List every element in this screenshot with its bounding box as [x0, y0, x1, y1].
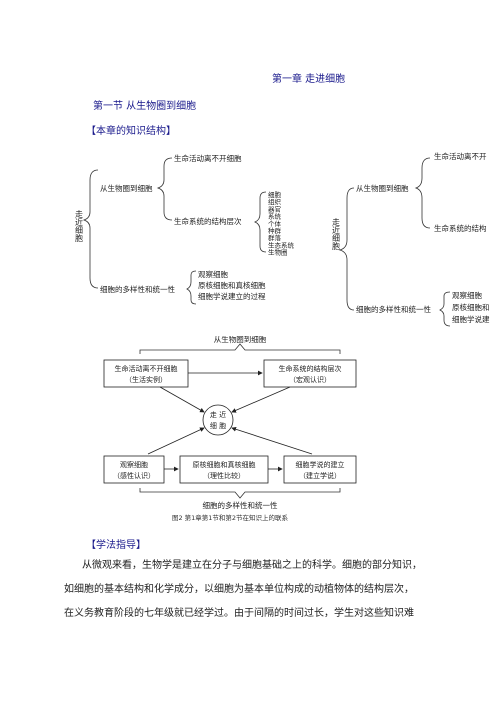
flow-box-structure-levels [263, 359, 357, 388]
list-item: 生态系统 [268, 240, 295, 249]
tree-left-root: 走近细胞 [75, 210, 84, 243]
paragraph-line-3: 在义务教育阶段的七年级就已经学过。由于间隔的时间过长，学生对这些知识难 [64, 608, 414, 619]
section-title: 第一节 从生物圈到细胞 [93, 101, 197, 112]
flow-box-observe [103, 455, 165, 484]
tree-right-branch2: 细胞的多样性和统一性 [356, 304, 431, 314]
flow-box-observe-text: 观察细胞 [120, 460, 148, 469]
paragraph-line-1: 从微观来看，生物学是建立在分子与细胞基础之上的科学。细胞的部分知识， [82, 560, 422, 571]
list-item: 细胞 [268, 190, 282, 199]
flow-box-life-activity [103, 359, 189, 388]
flow-center-circle [202, 404, 234, 436]
flow-diagram: 从生物圈到细胞 生命活动离不开细胞 （生活实例） 生命系统的结构层次 （宏观认识… [103, 336, 357, 522]
flow-center-line2: 细 胞 [210, 421, 226, 430]
list-item: 观察细胞 [452, 290, 482, 300]
list-item: 细胞学说建立的过程 [198, 291, 266, 301]
flow-box-cell-theory-text: 细胞学说的建立 [296, 460, 345, 469]
flow-box-cell-theory-sub: （建立学说） [299, 471, 341, 480]
tree-left-branch1-sub1: 生命活动离不开细胞 [174, 153, 242, 163]
list-item: 群落 [268, 233, 282, 242]
flow-box-prokaryote-sub: （理性比较） [203, 471, 245, 480]
flow-box-structure-levels-sub: （宏观认识） [289, 375, 331, 384]
list-item: 原核细胞和真核细胞 [198, 280, 266, 290]
flow-center-line1: 走 近 [210, 410, 226, 419]
list-item: 种群 [268, 226, 282, 235]
list-item: 组织 [268, 197, 282, 206]
list-item: 系统 [268, 212, 282, 221]
flow-box-prokaryote [179, 455, 269, 484]
knowledge-structure-heading: 【本章的知识结构】 [86, 126, 176, 137]
flow-bottom-label: 细胞的多样性和统一性 [203, 500, 278, 510]
flow-box-cell-theory [283, 455, 357, 484]
flow-box-observe-sub: （感性认识） [113, 471, 155, 480]
flow-caption: 图2 第1章第1节和第2节在知识上的联系 [172, 513, 289, 522]
tree-left-branch1-sub2: 生命系统的结构层次 [174, 216, 242, 226]
list-item: 观察细胞 [198, 269, 228, 279]
flow-top-label: 从生物圈到细胞 [214, 336, 267, 344]
chapter-title: 第一章 走进细胞 [272, 74, 346, 85]
list-item: 器官 [268, 204, 281, 213]
tree-right-branch1-sub1: 生命活动离不开 [434, 151, 487, 161]
flow-box-life-activity-text: 生命活动离不开细胞 [115, 364, 178, 373]
tree-left-branch2: 细胞的多样性和统一性 [100, 284, 175, 294]
tree-right-branch1-sub2: 生命系统的结构 [434, 223, 487, 233]
list-item: 原核细胞和 [452, 302, 490, 312]
list-item: 个体 [268, 219, 282, 228]
tree-right-branch1: 从生物圈到细胞 [356, 183, 409, 193]
list-item: 细胞学说建 [452, 314, 490, 324]
list-item: 生物圈 [268, 248, 288, 257]
paragraph-line-2: 如细胞的基本结构和化学成分，以细胞为基本单位构成的动植物体的结构层次， [64, 584, 414, 595]
method-guide-heading: 【学法指导】 [86, 540, 146, 551]
flow-box-prokaryote-text: 原核细胞和真核细胞 [193, 460, 256, 469]
knowledge-tree-left: 走近细胞 从生物圈到细胞 生命活动离不开细胞 生命系统的结构层次 细胞组织器官系… [75, 153, 295, 305]
flow-box-life-activity-sub: （生活实例） [125, 375, 167, 384]
knowledge-tree-right: 走近细胞 从生物圈到细胞 生命活动离不开 生命系统的结构 细胞的多样性和统一性 … [332, 151, 490, 327]
tree-left-branch1: 从生物圈到细胞 [100, 183, 153, 193]
tree-right-root: 走近细胞 [332, 218, 341, 251]
flow-box-structure-levels-text: 生命系统的结构层次 [279, 364, 342, 373]
